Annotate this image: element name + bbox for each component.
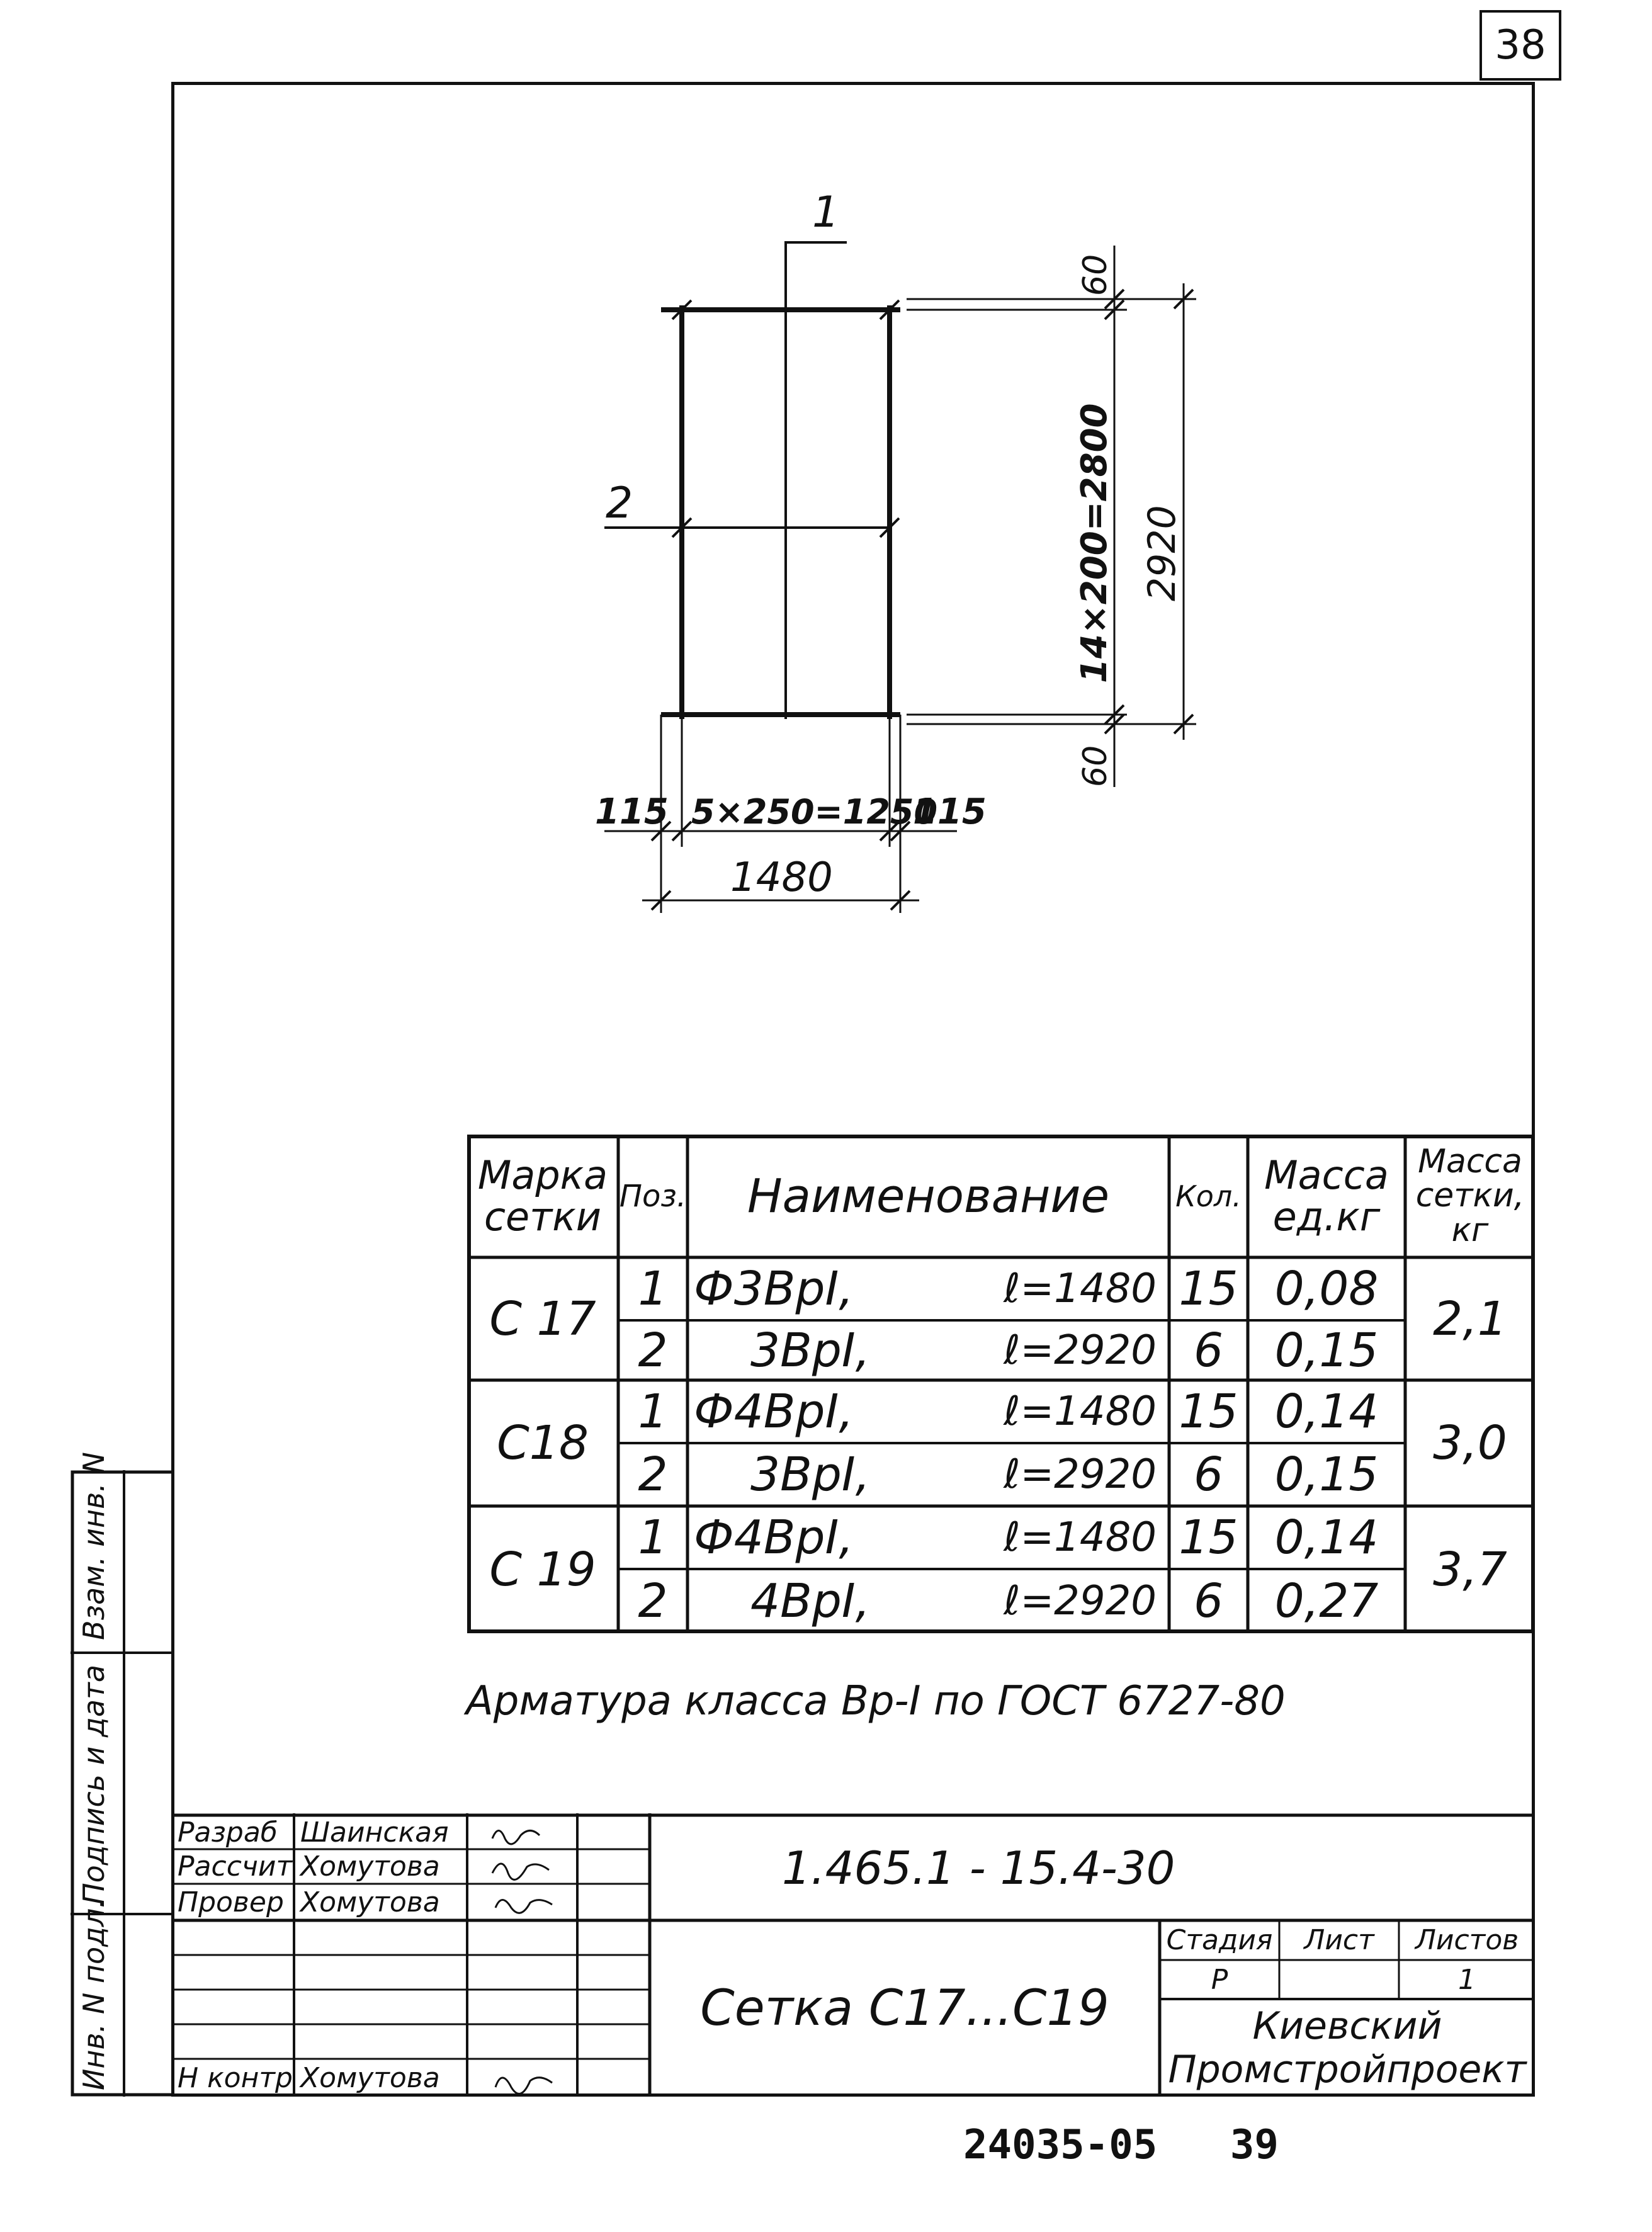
footer-code: 24035-05 39	[963, 2122, 1279, 2168]
unit-mass-c18-1: 0,14	[1274, 1385, 1379, 1439]
signatures	[491, 1830, 553, 2095]
page-number-box	[1479, 10, 1561, 81]
length-c17-2: ℓ=2920	[1004, 1327, 1157, 1374]
qty-c18-1: 15	[1179, 1385, 1238, 1439]
stage-label: Стадия	[1166, 1924, 1273, 1956]
pos-c19-1: 1	[638, 1510, 668, 1565]
stage-value: Р	[1211, 1963, 1228, 1996]
name-c19-1: Ф4ВрI,	[694, 1510, 854, 1565]
callout-1-label: 1	[812, 188, 839, 237]
mark-c17: С 17	[489, 1291, 596, 1346]
dim-mid: 5×250=1250	[691, 792, 937, 832]
mesh-mass-c18: 3,0	[1433, 1416, 1507, 1470]
sheets-label: Листов	[1415, 1924, 1519, 1956]
pos-c18-2: 2	[638, 1447, 668, 1502]
side-label-signature: Подпись и дата	[77, 1664, 111, 1905]
length-c18-1: ℓ=1480	[1004, 1388, 1157, 1435]
sheets-value: 1	[1458, 1963, 1476, 1996]
name-norm-control: Хомутова	[300, 2061, 440, 2094]
length-c19-1: ℓ=1480	[1004, 1514, 1157, 1561]
qty-c17-2: 6	[1193, 1323, 1224, 1378]
pos-c19-2: 2	[638, 1574, 668, 1628]
role-checked: Провер	[178, 1886, 284, 1918]
header-name: Наименование	[747, 1169, 1110, 1223]
unit-mass-c17-1: 0,08	[1274, 1262, 1379, 1316]
pos-c17-2: 2	[638, 1323, 668, 1378]
qty-c19-1: 15	[1179, 1510, 1238, 1565]
unit-mass-c17-2: 0,15	[1274, 1323, 1379, 1378]
name-c18-2: 3ВрI,	[750, 1447, 871, 1502]
sheet-value	[1279, 1960, 1399, 1999]
mark-c18: С18	[497, 1416, 589, 1470]
qty-c19-2: 6	[1193, 1574, 1224, 1628]
title-block: Разраб Шаинская Рассчит Хомутова Провер …	[171, 1813, 1535, 2097]
spec-table: Марка сетки Поз. Наименование Кол. Масса…	[467, 1135, 1535, 1633]
pos-c18-1: 1	[638, 1385, 668, 1439]
mark-c19: С 19	[489, 1543, 596, 1597]
name-c19-2: 4ВрI,	[750, 1574, 871, 1628]
name-c18-1: Ф4ВрI,	[694, 1385, 854, 1439]
unit-mass-c18-2: 0,15	[1274, 1447, 1379, 1502]
doc-code: 1.465.1 - 15.4-30	[782, 1841, 1175, 1895]
name-c17-2: 3ВрI,	[750, 1323, 871, 1378]
pos-c17-1: 1	[638, 1262, 668, 1316]
dim-top: 60	[1077, 254, 1114, 296]
dim-left: 115	[595, 791, 669, 832]
name-calculated: Хомутова	[300, 1850, 440, 1883]
qty-c18-2: 6	[1193, 1447, 1224, 1502]
length-c18-2: ℓ=2920	[1004, 1451, 1157, 1498]
side-strip: Взам. инв. N Подпись и дата Инв. N подл.	[71, 1452, 174, 2097]
length-c19-2: ℓ=2920	[1004, 1578, 1157, 1624]
name-developer: Шаинская	[300, 1816, 449, 1849]
unit-mass-c19-1: 0,14	[1274, 1510, 1379, 1565]
dim-height-total: 2920	[1140, 505, 1184, 601]
side-label-replacement: Взам. инв. N	[77, 1452, 111, 1640]
qty-c17-1: 15	[1179, 1262, 1238, 1316]
side-label-inventory: Инв. N подл.	[77, 1899, 111, 2090]
role-norm-control: Н контр	[178, 2061, 293, 2094]
reinforcement-note: Арматура класса Вр-I по ГОСТ 6727-80	[466, 1678, 1286, 1725]
drawing-frame	[171, 82, 1535, 2097]
header-qty: Кол.	[1175, 1179, 1242, 1213]
role-calculated: Рассчит	[178, 1850, 293, 1883]
dim-right: 115	[913, 791, 987, 832]
header-unit-mass: Масса ед.кг	[1264, 1152, 1389, 1240]
callout-1-leader	[784, 241, 847, 310]
callout-2-label: 2	[606, 479, 633, 528]
header-pos: Поз.	[619, 1178, 687, 1214]
page-number: 38	[1495, 22, 1546, 69]
sheet-title: Сетка С17...С19	[700, 1980, 1109, 2037]
dim-width-total: 1480	[730, 854, 833, 901]
name-checked: Хомутова	[300, 1886, 440, 1918]
mesh-mass-c17: 2,1	[1433, 1291, 1507, 1346]
dim-height-inner: 14×200=2800	[1074, 403, 1115, 683]
organization: Киевский Промстройпроект	[1168, 2003, 1527, 2092]
dim-bottom: 60	[1077, 745, 1114, 787]
unit-mass-c19-2: 0,27	[1274, 1574, 1379, 1628]
role-developer: Разраб	[178, 1816, 278, 1849]
name-c17-1: Ф3ВрI,	[694, 1262, 854, 1316]
mesh-mass-c19: 3,7	[1433, 1543, 1507, 1597]
mesh-drawing: 1 2 60 60 14×200=2800 2920 115 5×250=125…	[595, 188, 1196, 913]
header-mesh-mass: Масса сетки, кг	[1415, 1142, 1525, 1249]
length-c17-1: ℓ=1480	[1004, 1266, 1157, 1312]
header-mark: Марка сетки	[477, 1152, 608, 1240]
sheet-label: Лист	[1304, 1924, 1374, 1956]
